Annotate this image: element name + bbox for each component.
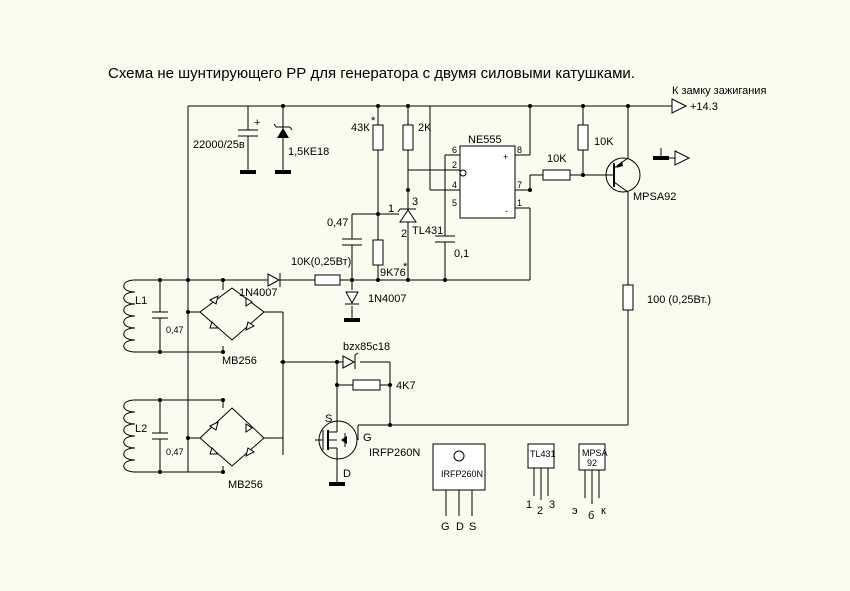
pkg-to247-pin-2: D [456,521,464,533]
resistor-base-10k [542,169,571,181]
label-r4k7: 4K7 [396,380,416,392]
power-voltage: +14.3 [690,101,718,113]
pkg-mpsa92-name-2: 92 [587,458,597,468]
inverter-bubble [459,169,467,177]
label-mpsa92: MPSA92 [633,191,676,203]
capacitor-l1 [152,311,168,319]
label-pin-g: G [363,432,372,444]
diode-1n4007-a [267,273,281,287]
label-d-1n4007-a: 1N4007 [239,287,278,299]
label-bridge2: MB256 [228,479,263,491]
label-r100: 100 (0,25Вт.) [647,294,711,306]
bridge-mb256-1 [199,287,265,341]
diode-1n4007-b [345,291,359,305]
package-to247 [432,443,486,516]
label-mosfet: IRFP260N [369,447,420,459]
transistor-mpsa92 [605,157,641,193]
pkg-mpsa92-name-1: MPSA [582,448,608,458]
star-1: * [371,115,376,127]
pkg-tl431-name: TL431 [530,449,556,459]
label-d-1n4007-b: 1N4007 [368,293,407,305]
junctions [158,104,630,474]
pin-minus: - [505,206,508,216]
pin-7: 7 [517,180,522,190]
label-l2: L2 [135,423,147,435]
zener-bzx85c18 [342,352,359,369]
pin-8: 8 [517,145,522,155]
pin-plus: + [503,152,508,162]
pkg-to247-name: IRFP260N [441,469,483,479]
label-zener: bzx85c18 [343,341,390,353]
resistor-pull-10k [577,124,589,151]
pkg-mpsa92-pin-k: к [601,505,606,517]
label-c01: 0,1 [454,248,469,260]
pkg-mpsa92-pin-e: э [572,505,578,517]
resistor-100 [622,284,634,311]
package-mpsa92 [578,443,606,504]
label-r2k: 2K [418,122,432,134]
power-terminal [671,98,688,114]
label-c-l2: 0,47 [166,447,184,457]
ground-icon [653,148,691,166]
tvs-diode [273,123,293,138]
label-tl431: TL431 [412,225,443,237]
capacitor-22000: + [238,117,260,137]
pkg-to247-pin-3: S [469,521,476,533]
pin-4: 4 [452,180,457,190]
tl-pin-3: 3 [412,196,418,208]
ground-icon [329,482,345,486]
label-bridge1: MB256 [222,355,257,367]
pin-1: 1 [517,198,522,208]
pin-2: 2 [452,160,457,170]
pin-6: 6 [452,145,457,155]
resistor-4k7 [352,379,381,391]
tl-pin-1: 1 [388,203,394,215]
ic-ne555 [459,145,516,219]
pkg-tl431-pin-3: 3 [549,499,555,511]
bridge-mb256-2 [199,407,265,467]
label-r-pull: 10K [594,136,614,148]
label-r10k-025: 10K(0,25Вт) [291,256,351,268]
tl-pin-2: 2 [401,228,407,240]
ground-icon [344,318,360,322]
label-ne555: NE555 [468,134,502,146]
pin-5: 5 [452,198,457,208]
pkg-mpsa92-pin-b: б [588,510,594,522]
resistor-9k76 [372,239,384,266]
resistor-10k-025 [314,274,341,286]
label-r-base: 10K [547,153,567,165]
resistor-43k [372,124,384,151]
ground-icon [240,170,256,174]
power-label: К замку зажигания [672,85,766,97]
schematic-title: Схема не шунтирующего РР для генератора … [108,65,635,82]
label-pin-s: S [325,413,332,425]
label-l1: L1 [135,295,147,307]
tl431-symbol [397,208,417,223]
resistor-2k [402,124,414,151]
ground-icon [275,170,291,174]
label-c-big: 22000/25в [193,139,245,151]
wires [135,105,672,482]
capacitor-l2 [152,432,168,440]
coil-l1 [123,279,136,353]
label-c047-top: 0,47 [327,217,348,229]
label-r43k: 43К [351,122,370,134]
star-2: * [403,261,408,273]
pkg-tl431-pin-2: 2 [537,505,543,517]
label-r9k76: 9K76 [380,267,406,279]
pkg-tl431-pin-1: 1 [526,499,532,511]
label-c-l1: 0,47 [166,325,184,335]
capacitor-047-top [342,238,362,246]
coil-l2 [123,399,136,473]
label-tvs: 1,5КЕ18 [288,146,329,158]
capacitor-01 [435,235,455,243]
label-pin-d: D [343,468,351,480]
package-tl431 [527,443,555,500]
mosfet-irfp260n [315,420,359,460]
pkg-to247-pin-1: G [441,521,450,533]
svg-text:+: + [254,117,260,129]
